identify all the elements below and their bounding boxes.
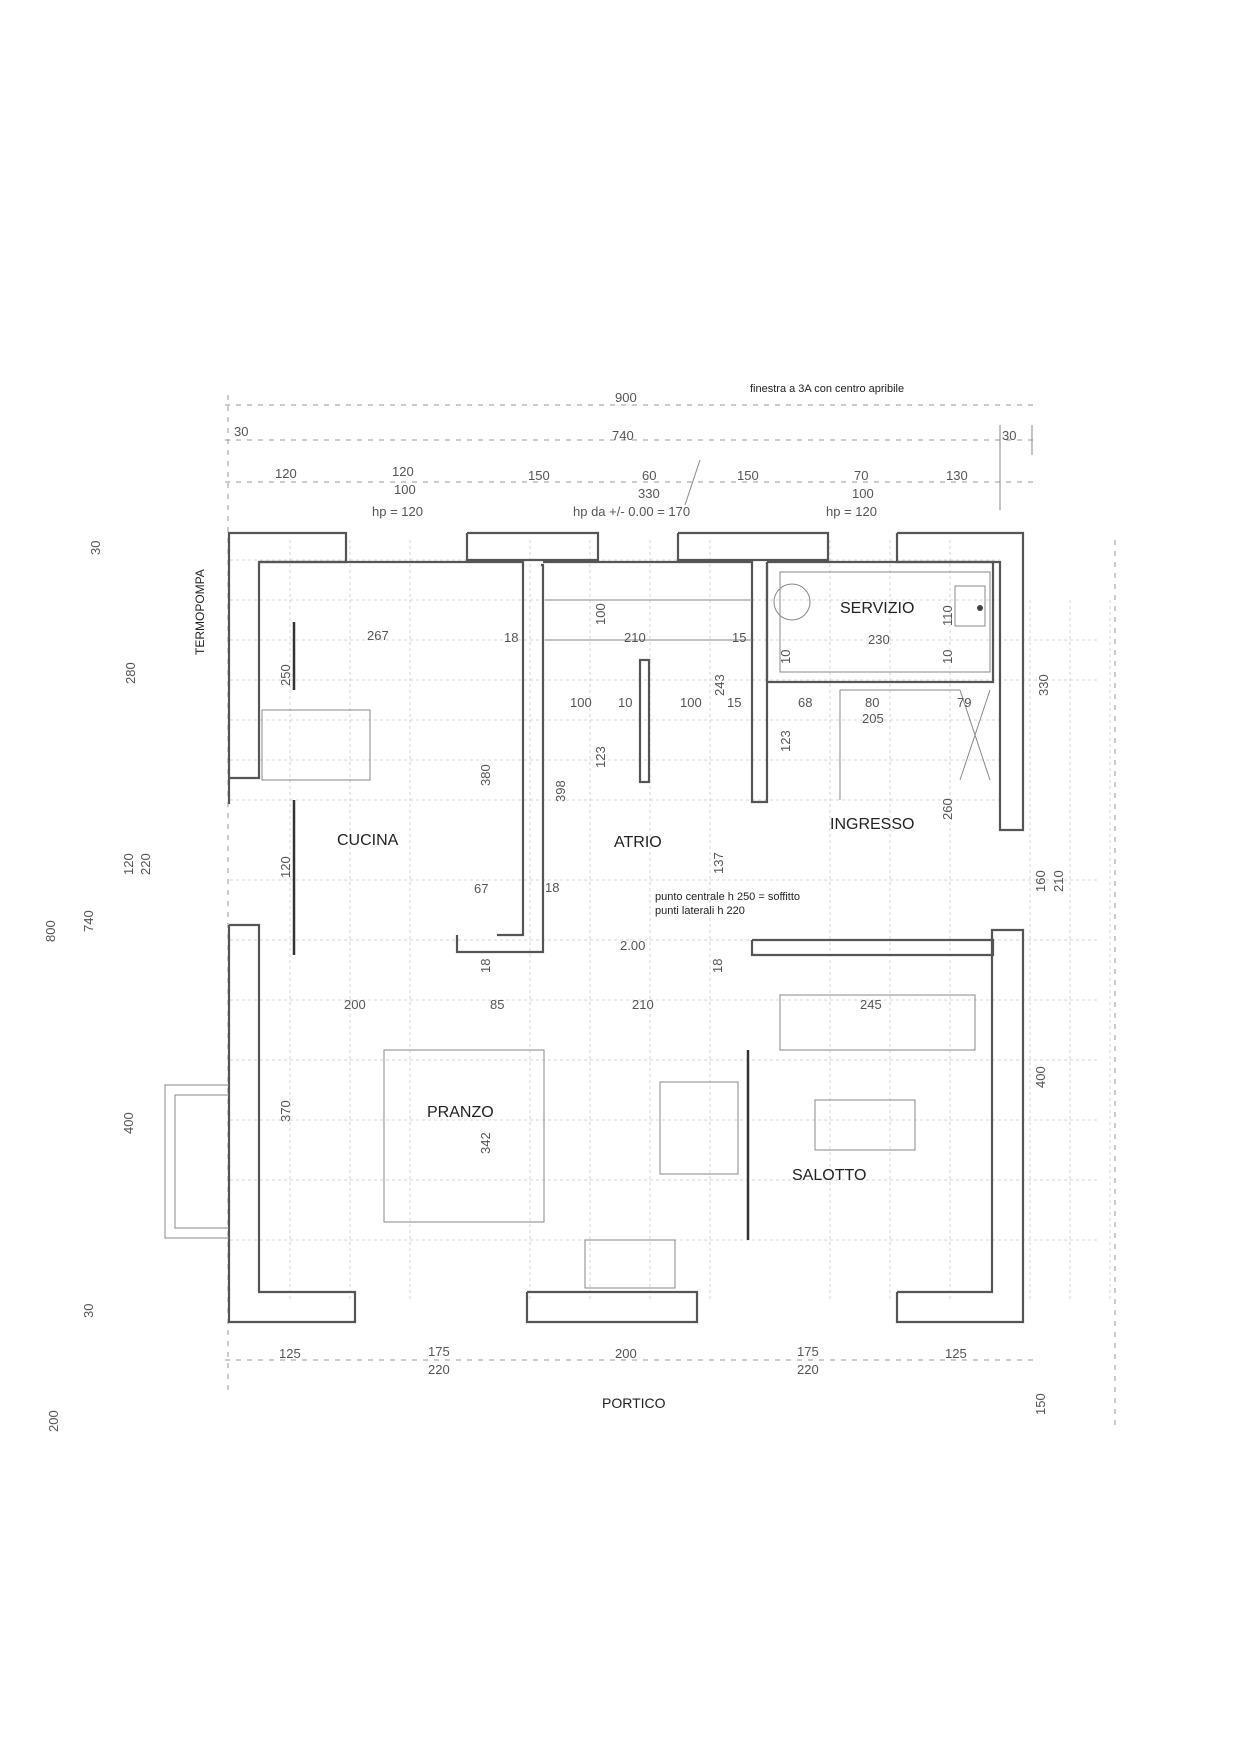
hp-center-label: hp da +/- 0.00 = 170 [573, 504, 690, 519]
dim-left-200: 200 [46, 1410, 61, 1432]
dim-top-30-left: 30 [234, 424, 248, 439]
hp-right-label: hp = 120 [826, 504, 877, 519]
dim-right-210: 210 [1051, 870, 1066, 892]
dim-bottom-125b: 125 [945, 1346, 967, 1361]
dim-10b: 10 [778, 650, 793, 664]
dim-bottom-125a: 125 [279, 1346, 301, 1361]
ceiling-note-center: punto centrale h 250 = soffitto [655, 891, 800, 903]
dim-398: 398 [553, 780, 568, 802]
dim-top-330: 330 [638, 486, 660, 501]
dim-left-30b: 30 [81, 1304, 96, 1318]
dim-342: 342 [478, 1132, 493, 1154]
dim-250: 250 [278, 664, 293, 686]
dim-18c: 18 [478, 959, 493, 973]
dim-top-120b: 120 [392, 464, 414, 479]
dim-85: 85 [490, 997, 504, 1012]
dim-100c: 100 [680, 695, 702, 710]
window-note: finestra a 3A con centro apribile [750, 383, 904, 395]
dim-18d: 18 [710, 959, 725, 973]
dim-120-inner: 120 [278, 856, 293, 878]
dim-243: 243 [712, 674, 727, 696]
dim-200-atrio: 2.00 [620, 938, 645, 953]
dim-bottom-220a: 220 [428, 1362, 450, 1377]
room-ingresso: INGRESSO [830, 816, 914, 833]
dim-left-220: 220 [138, 853, 153, 875]
left-dimensions: TERMOPOMPA 30 280 120 220 800 740 400 30… [43, 541, 207, 1432]
dim-260: 260 [940, 798, 955, 820]
dim-left-740: 740 [81, 910, 96, 932]
dim-123a: 123 [593, 746, 608, 768]
dim-right-160: 160 [1033, 870, 1048, 892]
dim-267: 267 [367, 628, 389, 643]
dim-right-400: 400 [1033, 1066, 1048, 1088]
room-pranzo: PRANZO [427, 1104, 494, 1121]
termopompa-label: TERMOPOMPA [193, 569, 207, 655]
dim-left-30a: 30 [88, 541, 103, 555]
room-atrio: ATRIO [614, 834, 662, 851]
dim-bottom-175a: 175 [428, 1344, 450, 1359]
room-servizio: SERVIZIO [840, 600, 914, 617]
portico-label: PORTICO [602, 1395, 666, 1411]
dim-top-100a: 100 [394, 482, 416, 497]
dim-bottom-200: 200 [615, 1346, 637, 1361]
dim-10c: 10 [940, 650, 955, 664]
interior-walls [259, 560, 995, 1240]
dim-10a: 10 [618, 695, 632, 710]
dim-245: 245 [860, 997, 882, 1012]
dim-100a: 100 [593, 603, 608, 625]
dim-230: 230 [868, 632, 890, 647]
dim-137: 137 [711, 852, 726, 874]
dim-bottom-220b: 220 [797, 1362, 819, 1377]
dim-100b: 100 [570, 695, 592, 710]
dimension-lines [225, 395, 1116, 1430]
room-cucina: CUCINA [337, 832, 399, 849]
dim-15b: 15 [727, 695, 741, 710]
dim-left-800: 800 [43, 920, 58, 942]
dim-123b: 123 [778, 730, 793, 752]
dim-200: 200 [344, 997, 366, 1012]
hp-left-label: hp = 120 [372, 504, 423, 519]
right-dimensions: 330 160 210 400 150 [1033, 674, 1066, 1415]
dim-top-120a: 120 [275, 466, 297, 481]
dim-top-30-right: 30 [1002, 428, 1016, 443]
dim-right-330: 330 [1036, 674, 1051, 696]
dim-15a: 15 [732, 630, 746, 645]
dim-top-60: 60 [642, 468, 656, 483]
dim-210b: 210 [632, 997, 654, 1012]
dim-205: 205 [862, 711, 884, 726]
dim-bottom-175b: 175 [797, 1344, 819, 1359]
dim-left-120: 120 [121, 853, 136, 875]
inner-dimensions: 267 18 250 380 120 67 100 210 15 243 100… [278, 603, 971, 1154]
dim-right-150: 150 [1033, 1393, 1048, 1415]
dim-79: 79 [957, 695, 971, 710]
dim-left-280: 280 [123, 662, 138, 684]
dim-top-130: 130 [946, 468, 968, 483]
dim-left-400: 400 [121, 1112, 136, 1134]
dim-top-900: 900 [615, 390, 637, 405]
furniture [261, 459, 991, 1289]
dim-top-740: 740 [612, 428, 634, 443]
construction-grid [230, 540, 1111, 1300]
dim-80: 80 [865, 695, 879, 710]
dim-top-150a: 150 [528, 468, 550, 483]
dim-top-100b: 100 [852, 486, 874, 501]
dim-67: 67 [474, 881, 488, 896]
ceiling-note-sides: punti laterali h 220 [655, 905, 745, 917]
dim-68: 68 [798, 695, 812, 710]
dim-380: 380 [478, 764, 493, 786]
dim-top-70: 70 [854, 468, 868, 483]
dim-110: 110 [940, 605, 955, 626]
dim-210a: 210 [624, 630, 646, 645]
room-salotto: SALOTTO [792, 1167, 866, 1184]
dim-top-150b: 150 [737, 468, 759, 483]
fixture-dot [977, 605, 983, 611]
dim-18a: 18 [504, 630, 518, 645]
dim-18b: 18 [545, 880, 559, 895]
dim-370: 370 [278, 1100, 293, 1122]
